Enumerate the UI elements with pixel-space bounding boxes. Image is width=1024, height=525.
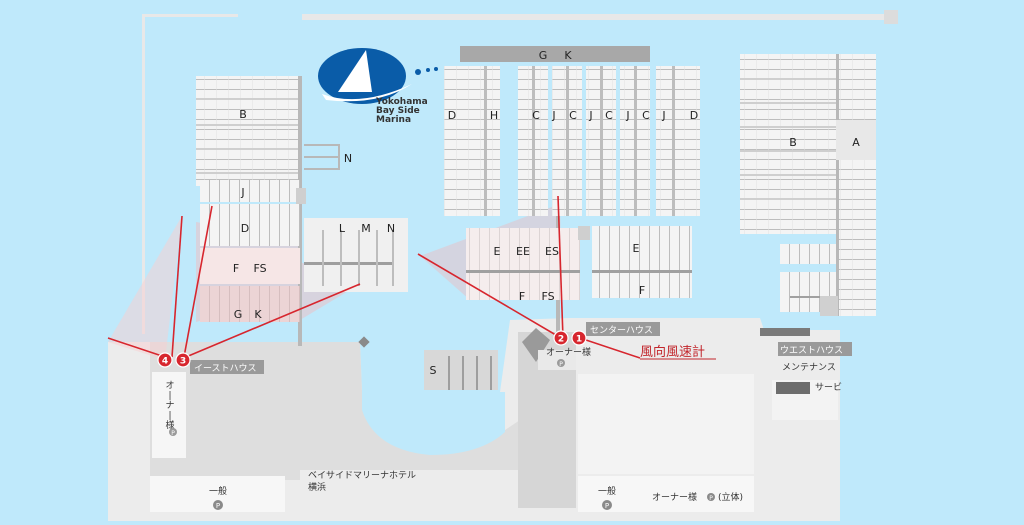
logo-line1: Yokohama <box>375 97 428 107</box>
pier-block-center <box>444 66 700 336</box>
label-owner-3d: オーナー様 <box>652 491 697 503</box>
label-hotel-line2: 横浜 <box>308 481 326 493</box>
tag-west-house-bg <box>778 342 852 356</box>
pier-label-lmn-n: N <box>387 222 395 235</box>
pier-block-east-ba <box>740 54 876 316</box>
pier-block-right-ef <box>592 226 692 298</box>
owner-east-char: | <box>168 411 171 421</box>
label-hotel-line1: ベイサイドマリーナホテル <box>308 470 416 481</box>
pier-label-mid-e: E <box>494 245 501 258</box>
tag-center-house-bg <box>586 322 660 336</box>
pier-label-n-small: N <box>344 152 352 165</box>
wind-gauge-link-text[interactable]: 風向風速計 <box>640 344 705 360</box>
label-general-left: 一般 <box>209 485 227 497</box>
pier-label-top-g: G <box>539 49 548 62</box>
label-owner-3d-suffix: (立体) <box>718 491 743 503</box>
pier-label-west-j: J <box>240 186 244 199</box>
pier-label-west-d: D <box>241 222 249 235</box>
owner-east-char: ナ <box>165 400 174 411</box>
parking-glyph-center: P <box>559 361 563 368</box>
owner-east-char: | <box>168 391 171 401</box>
pier-label-center-j2: J <box>588 109 592 122</box>
pier-label-top-k: K <box>564 49 572 62</box>
tag-east-house-bg <box>190 360 264 374</box>
camera-sight-lines <box>107 195 641 359</box>
pier-label-west-b: B <box>239 108 247 121</box>
pier-block-west-jd <box>200 180 306 322</box>
pier-label-mid-ee: EE <box>516 245 530 258</box>
camera-number-3: 3 <box>180 357 186 367</box>
logo-line3: Marina <box>376 115 411 125</box>
parking-icon-mid: P <box>602 500 612 510</box>
pier-label-right-f: F <box>639 284 645 297</box>
pier-label-lmn-l: L <box>339 222 346 235</box>
pier-label-east-a: A <box>852 136 860 149</box>
pier-block-lmn <box>304 218 408 292</box>
pier-label-west-k: K <box>254 308 262 321</box>
pier-label-mid-fs: FS <box>541 290 554 303</box>
pier-block-west-b <box>196 76 302 346</box>
pier-label-west-g: G <box>234 308 243 321</box>
camera-number-2: 2 <box>558 335 564 345</box>
pier-block-n-small <box>304 144 340 170</box>
pier-label-west-fs: FS <box>253 262 266 275</box>
pier-block-s <box>424 350 498 390</box>
tag-center-house: センターハウス <box>590 325 653 336</box>
service-building <box>776 382 810 394</box>
owner-east-char: 様 <box>165 419 174 431</box>
pier-label-center-c3: C <box>605 109 613 122</box>
pier-label-west-f: F <box>233 262 239 275</box>
tag-east-house: イーストハウス <box>194 363 257 374</box>
pier-label-center-j4: J <box>661 109 665 122</box>
boundary-lines <box>142 10 898 334</box>
inner-basin <box>362 392 505 455</box>
pier-label-right-e: E <box>633 242 640 255</box>
label-owner-center: オーナー様 <box>546 346 591 358</box>
pier-label-mid-es: ES <box>545 245 559 258</box>
camera-number-4: 4 <box>162 357 168 367</box>
camera-marker-3[interactable]: 3 <box>175 352 191 368</box>
pier-label-center-c4: C <box>642 109 650 122</box>
label-general-mid: 一般 <box>598 485 616 497</box>
pier-label-lmn-m: M <box>361 222 371 235</box>
pier-label-center-j1: J <box>551 109 555 122</box>
label-owner-east: オ|ナ|様 <box>165 380 174 431</box>
parking-icon-east: P <box>169 428 177 437</box>
parking-glyph-3d: P <box>709 495 713 502</box>
marina-logo <box>318 48 438 104</box>
parking-icon-left: P <box>213 500 223 510</box>
parking-icon-3d: P <box>707 493 715 502</box>
pier-label-s: S <box>430 364 437 377</box>
camera-number-1: 1 <box>576 335 582 345</box>
pier-label-center-h: H <box>490 109 498 122</box>
pier-label-center-d2: D <box>690 109 698 122</box>
parking-glyph-left: P <box>216 502 220 510</box>
pier-block-middle <box>466 226 590 300</box>
camera-marker-2[interactable]: 2 <box>553 330 569 346</box>
parking-glyph-east: P <box>171 430 175 437</box>
pier-label-center-d: D <box>448 109 456 122</box>
pier-label-center-c2: C <box>569 109 577 122</box>
label-owner-east-text: オ|ナ|様 <box>165 380 174 431</box>
pier-label-center-j3: J <box>625 109 629 122</box>
wind-gauge-link[interactable]: 風向風速計 <box>640 344 716 360</box>
label-service: サービ <box>815 382 842 393</box>
tag-west-house: ウエストハウス <box>780 345 843 356</box>
camera-marker-4[interactable]: 4 <box>157 352 173 368</box>
label-maintenance: メンテナンス <box>782 362 836 373</box>
owner-east-char: オ <box>165 380 174 391</box>
pier-label-mid-f: F <box>519 290 525 303</box>
logo-line2: Bay Side <box>376 106 420 116</box>
parking-icon-center: P <box>557 359 565 368</box>
pier-label-center-c1: C <box>532 109 540 122</box>
pier-label-east-b: B <box>789 136 797 149</box>
pier-block-top-gk <box>460 46 650 62</box>
parking-glyph-mid: P <box>605 502 609 510</box>
center-house-building <box>522 328 550 362</box>
camera-marker-1[interactable]: 1 <box>571 330 587 346</box>
